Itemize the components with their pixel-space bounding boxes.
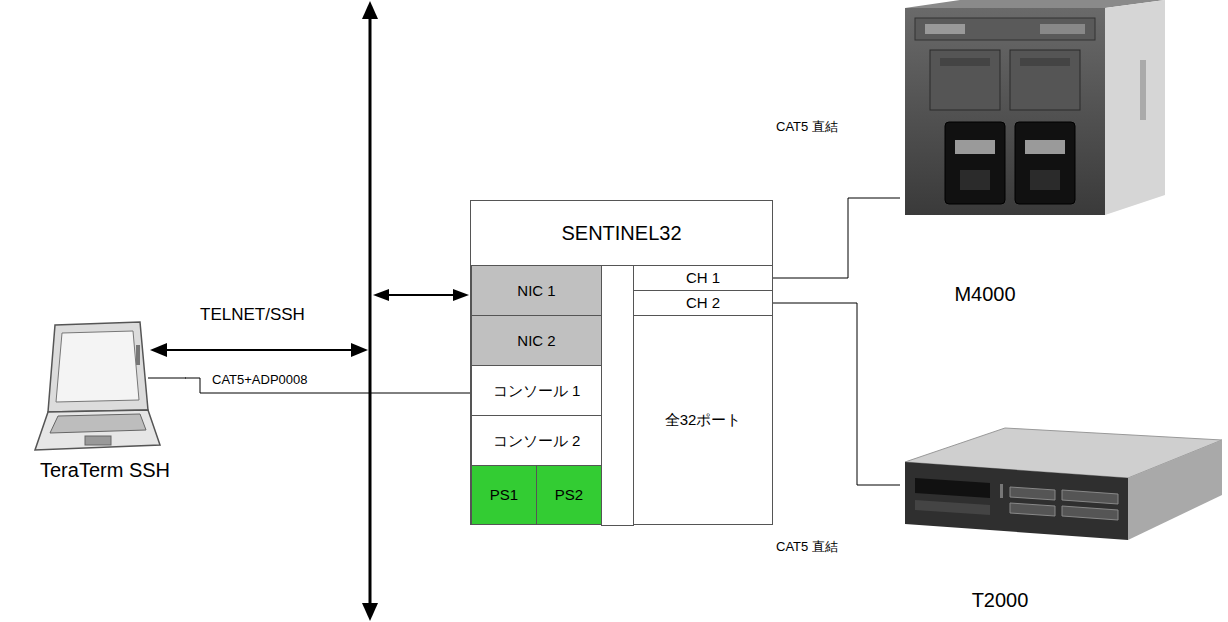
device-box: SENTINEL32NIC 1 NIC 2 コンソール 1 コンソール 2 PS1 PS2… <box>470 200 773 525</box>
device-name: M4000 <box>935 282 1035 306</box>
port-label: PS2 <box>555 486 583 504</box>
server-m4000: M4000 <box>900 0 1170 315</box>
port-label: CH 2 <box>686 294 720 312</box>
console-port: コンソール 1 <box>471 365 602 416</box>
port-label: コンソール 2 <box>493 432 581 450</box>
laptop-illustration <box>35 322 186 450</box>
protocol-label: TELNET/SSH <box>200 305 305 325</box>
port-group: 全32ポート <box>633 315 773 525</box>
device-title: SENTINEL32 <box>471 201 772 266</box>
port-label: 全32ポート <box>665 411 742 429</box>
device-name: T2000 <box>950 588 1050 612</box>
nic-port: NIC 1 <box>471 265 602 316</box>
bus-nic-arrow <box>373 289 469 301</box>
t2000-illustration <box>905 428 1222 540</box>
port-label: CH 1 <box>686 269 720 287</box>
cable-label: CAT5+ADP0008 <box>212 372 308 388</box>
device-divider <box>601 265 634 526</box>
power-supply: PS1 <box>471 465 537 525</box>
terminal-laptop: TeraTerm SSH <box>25 320 185 495</box>
cable-type-label: CAT5 直結 <box>776 119 838 135</box>
cable-line <box>773 303 900 485</box>
cable-type-label: CAT5 直結 <box>776 539 838 555</box>
server-t2000: T2000 <box>900 420 1222 620</box>
nic-port: NIC 2 <box>471 315 602 366</box>
channel-port: CH 1 <box>633 265 773 291</box>
port-label: PS1 <box>490 486 518 504</box>
telnet-arrow <box>150 343 368 357</box>
m4000-illustration <box>905 0 1165 215</box>
port-label: コンソール 1 <box>493 382 581 400</box>
power-supply: PS2 <box>536 465 602 525</box>
port-label: NIC 1 <box>517 282 555 300</box>
cable-line <box>773 198 900 278</box>
channel-port: CH 2 <box>633 290 773 316</box>
device-name: TeraTerm SSH <box>25 458 185 482</box>
console-port: コンソール 2 <box>471 415 602 466</box>
port-label: NIC 2 <box>517 332 555 350</box>
network-bus <box>362 1 378 621</box>
